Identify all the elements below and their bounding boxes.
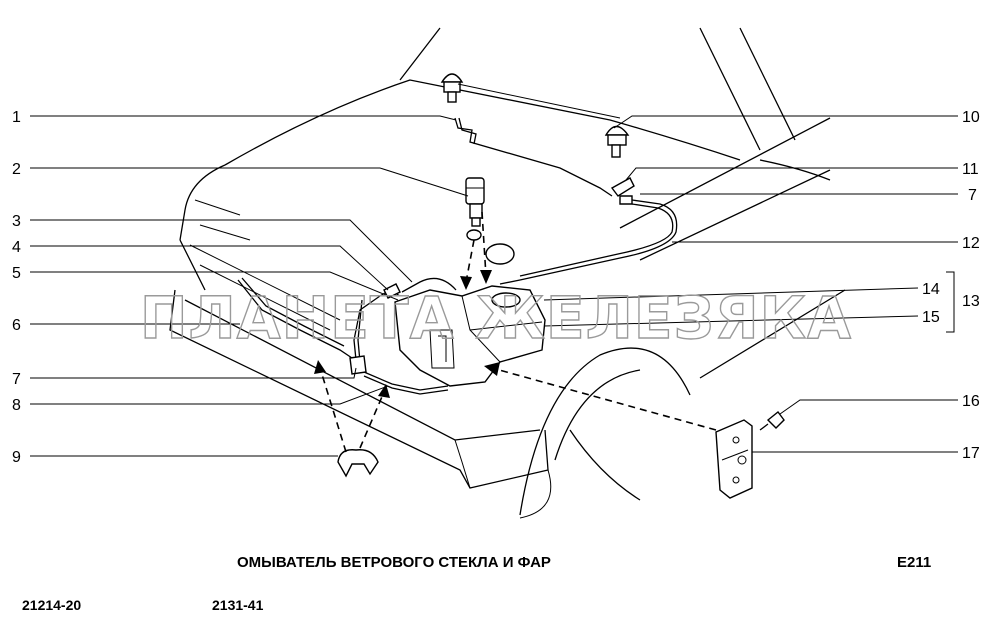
washer-pump — [465, 177, 485, 227]
callout-3: 3 — [12, 213, 21, 230]
callout-7-right: 7 — [968, 187, 977, 204]
callout-2: 2 — [12, 161, 21, 178]
callout-8: 8 — [12, 397, 21, 414]
tee-connector — [610, 177, 635, 205]
callout-10: 10 — [962, 109, 980, 126]
callout-4: 4 — [12, 239, 21, 256]
model-code: 21214-20 — [22, 597, 82, 613]
bracket-screw — [759, 411, 785, 431]
nozzle-right — [604, 125, 630, 158]
callout-7-left: 7 — [12, 371, 21, 388]
callout-1: 1 — [12, 109, 21, 126]
callout-17: 17 — [962, 445, 980, 462]
model-code-2: 2131-41 — [212, 597, 264, 613]
hose-6 — [237, 279, 353, 359]
hose-12 — [499, 199, 678, 285]
washer-parts — [237, 73, 785, 499]
callout-labels: 1 2 3 4 5 6 7 8 9 10 11 7 12 14 13 15 16… — [12, 109, 980, 466]
diagram-title: ОМЫВАТЕЛЬ ВЕТРОВОГО СТЕКЛА И ФАР — [237, 554, 551, 571]
assembly-arrows — [314, 211, 717, 453]
hose-3 — [401, 277, 457, 293]
callout-11: 11 — [962, 161, 979, 178]
callout-6: 6 — [12, 317, 21, 334]
reservoir-bracket — [715, 419, 753, 499]
car-body-outline — [169, 27, 846, 519]
pump-grommet — [466, 229, 482, 241]
callout-13: 13 — [962, 293, 980, 310]
leader-lines — [30, 83, 958, 457]
washer-reservoir — [394, 285, 546, 387]
filler-cap — [485, 243, 515, 265]
section-code: E211 — [897, 554, 932, 571]
callout-16: 16 — [962, 393, 980, 410]
hose-clip — [337, 449, 379, 478]
callout-12: 12 — [962, 235, 980, 252]
connector-7-lower — [349, 355, 367, 375]
nozzle-left — [440, 73, 464, 103]
hose-8 — [363, 371, 449, 391]
callout-15: 15 — [922, 309, 940, 326]
hose-1 — [454, 117, 613, 197]
callout-9: 9 — [12, 449, 21, 466]
callout-5: 5 — [12, 265, 21, 282]
callout-14: 14 — [922, 281, 940, 298]
watermark-text: ПЛАНЕТА ЖЕЛЕЗЯКА — [140, 284, 852, 352]
